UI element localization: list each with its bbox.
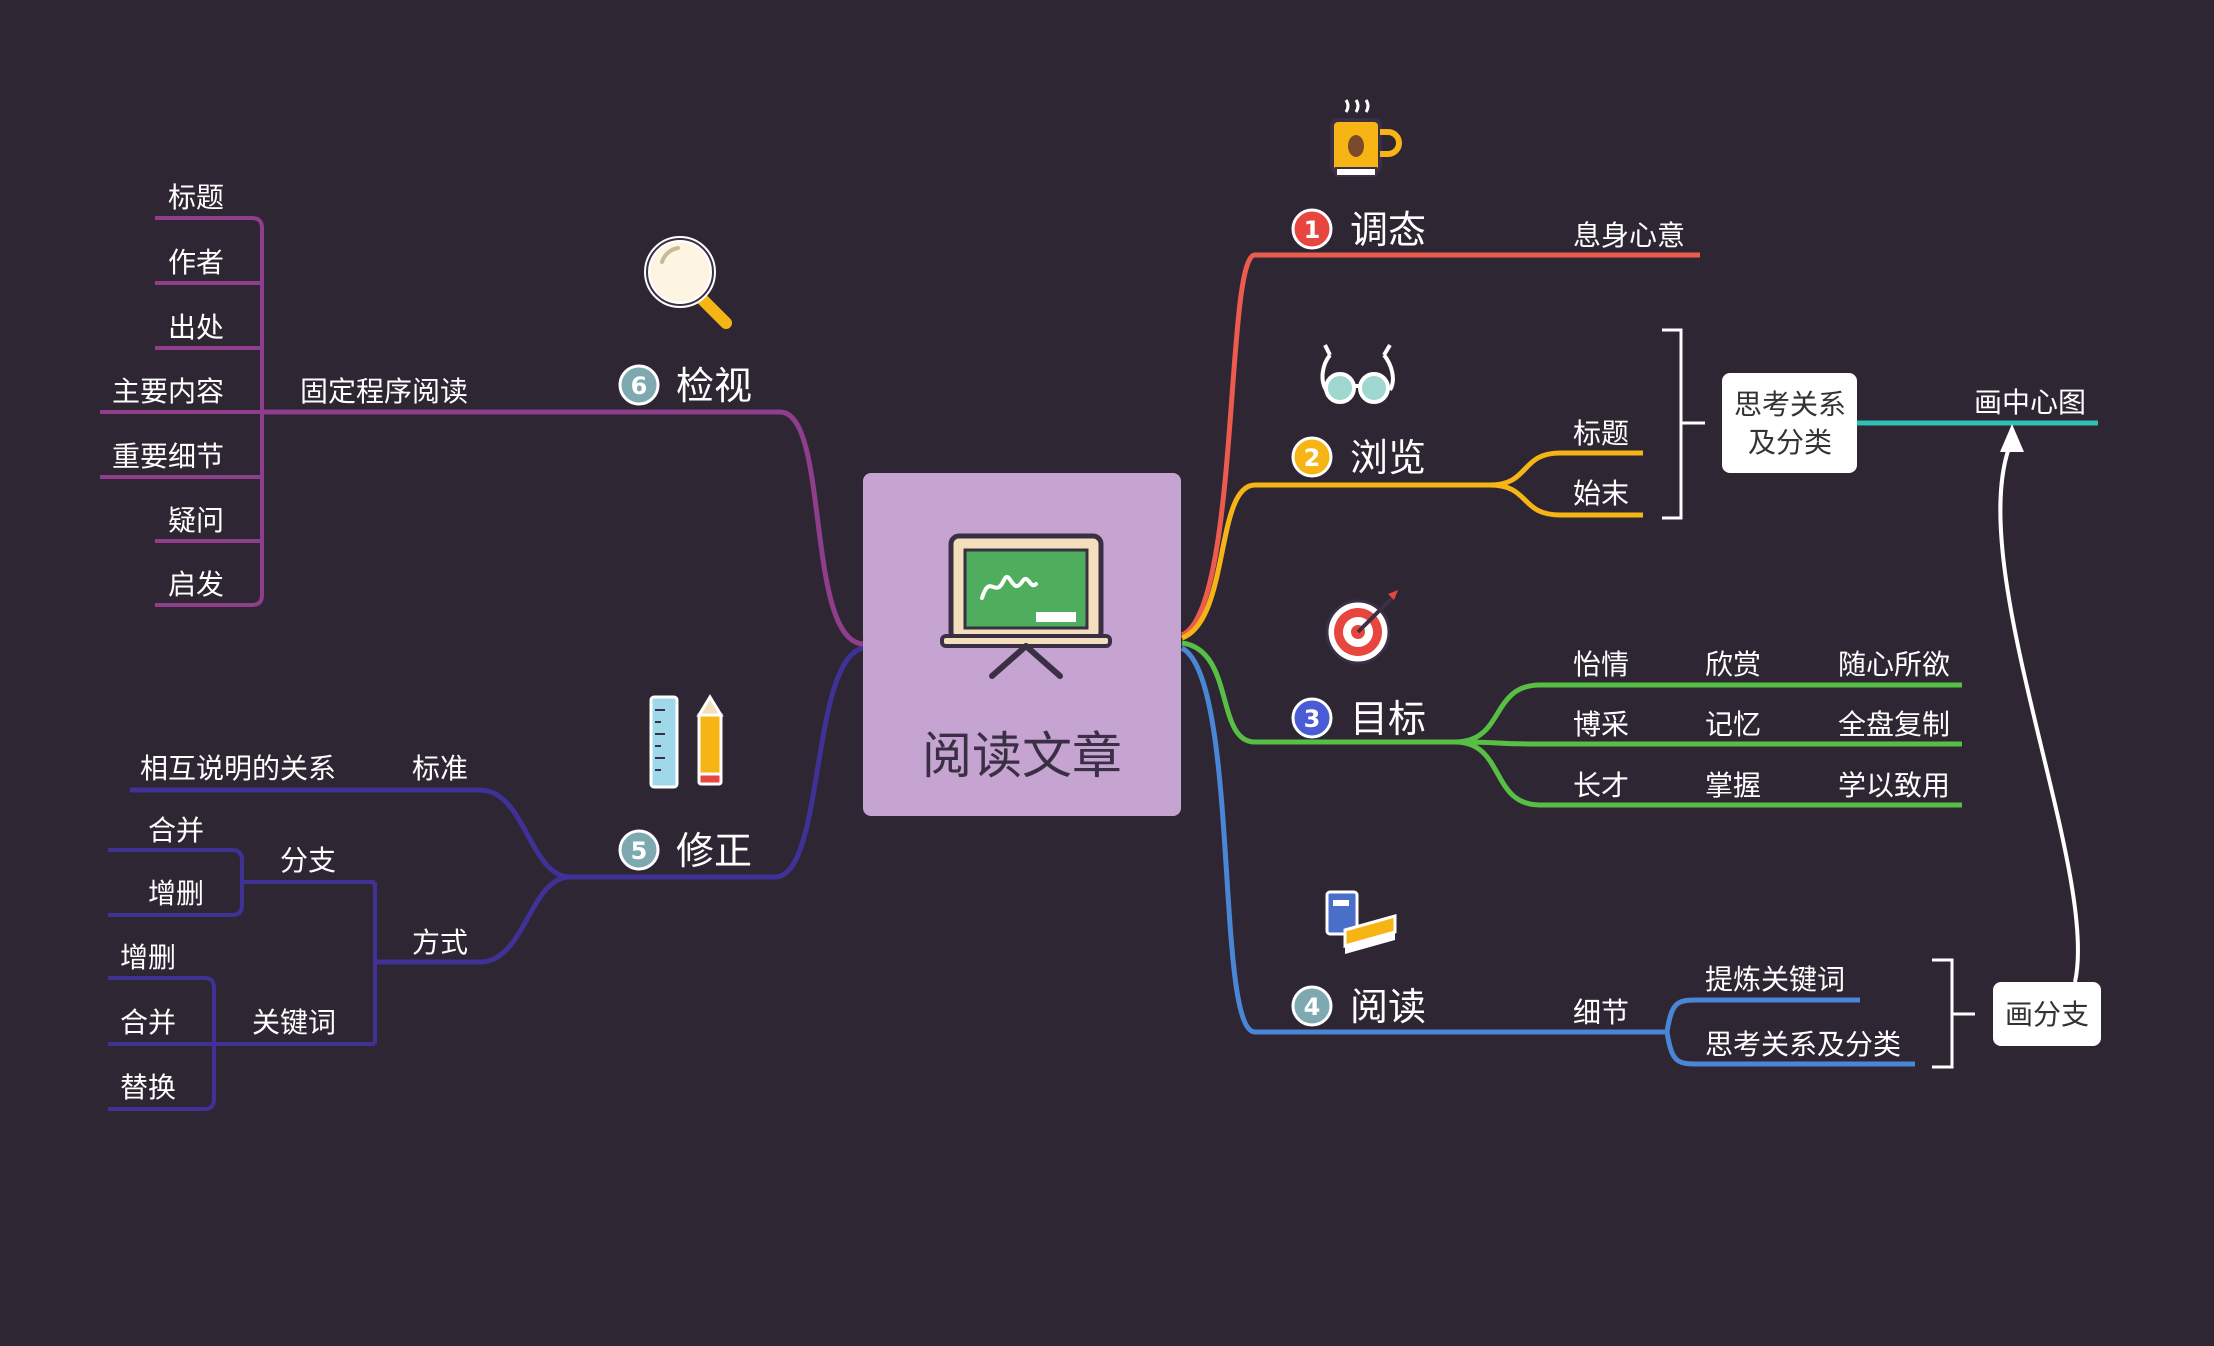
b4-bracket: [1932, 958, 1975, 1069]
b3-row1-col2[interactable]: 欣赏: [1705, 648, 1761, 681]
branch-4-summary-box[interactable]: [1993, 982, 2101, 1046]
branch-4-label[interactable]: 阅读: [1350, 985, 1426, 1029]
branch-3-connector: [1181, 640, 1455, 745]
branch-5-fenzhi-item-2[interactable]: 增删: [148, 877, 204, 910]
branch-6-badge: [618, 364, 660, 406]
branch-2-summary-line1: 思考关系: [1734, 388, 1846, 421]
branch-5-method-connector: [375, 874, 571, 965]
branch-5-label[interactable]: 修正: [676, 829, 752, 873]
branch-1-connector: [1180, 252, 1700, 638]
branch-1-number: 1: [1304, 216, 1321, 244]
branch-6-item-6[interactable]: 疑问: [168, 504, 224, 537]
branch-2-sub-connector: [1489, 450, 1643, 518]
branch-5-number: 5: [631, 837, 648, 865]
glasses-icon: [1320, 343, 1395, 404]
branch-4-connector: [1180, 645, 1667, 1035]
branch-2-label[interactable]: 浏览: [1350, 436, 1426, 480]
center-title: 阅读文章: [922, 727, 1122, 785]
branch-6-number: 6: [631, 372, 648, 400]
branch-6-item-4[interactable]: 主要内容: [112, 375, 224, 408]
branch-2-connector: [1180, 482, 1490, 641]
target-icon: [1325, 590, 1398, 665]
b3-row2-col1[interactable]: 博采: [1573, 708, 1629, 741]
arrow-head: [2000, 424, 2024, 452]
branch-2-summary-box[interactable]: [1722, 373, 1857, 473]
ruler-pencil-icon: [649, 694, 724, 789]
branch-1-label[interactable]: 调态: [1350, 208, 1426, 252]
books-icon: [1325, 890, 1397, 954]
branch-2-badge: [1291, 436, 1333, 478]
branch-5-connector: [570, 645, 864, 880]
branch-6-child[interactable]: 固定程序阅读: [300, 375, 468, 408]
b3-row3-col1[interactable]: 长才: [1573, 769, 1629, 802]
summary-arrow: [1998, 439, 2081, 983]
blackboard-icon: [940, 533, 1112, 679]
branch-5-fenzhi[interactable]: 分支: [280, 844, 336, 877]
branch-5-keyword[interactable]: 关键词: [252, 1006, 336, 1039]
branch-4-summary-text: 画分支: [2005, 998, 2089, 1031]
branch-2-target[interactable]: 画中心图: [1974, 386, 2086, 419]
branch-4-number: 4: [1304, 993, 1321, 1021]
branch-4-sub-connector: [1664, 997, 1915, 1067]
branch-3-sub-connector: [1454, 682, 1962, 808]
branch-4-grandchild-2[interactable]: 思考关系及分类: [1705, 1028, 1901, 1061]
branch-6-connector: [262, 409, 864, 647]
branch-5-standard-child[interactable]: 相互说明的关系: [140, 752, 336, 785]
branch-2-child-1[interactable]: 标题: [1573, 417, 1629, 450]
branch-5-method[interactable]: 方式: [412, 926, 468, 959]
branch-1-child[interactable]: 息身心意: [1573, 219, 1685, 252]
branch-6-item-7[interactable]: 启发: [168, 568, 224, 601]
branch-6-label[interactable]: 检视: [676, 364, 752, 408]
magnifier-icon: [644, 236, 732, 329]
branch-3-number: 3: [1304, 705, 1321, 733]
branch-4-badge: [1291, 985, 1333, 1027]
branch-2-child-2[interactable]: 始末: [1573, 477, 1629, 510]
branch-6-item-1[interactable]: 标题: [168, 181, 224, 214]
branch-5-fenzhi-item-1[interactable]: 合并: [148, 814, 204, 847]
b3-row3-col2[interactable]: 掌握: [1705, 769, 1761, 802]
branch-5-keyword-item-2[interactable]: 合并: [120, 1006, 176, 1039]
branch-5-badge: [618, 829, 660, 871]
b3-row2-col3[interactable]: 全盘复制: [1838, 708, 1950, 741]
branch-2-number: 2: [1304, 444, 1321, 472]
branch-3-badge: [1291, 697, 1333, 739]
branch-6-item-5[interactable]: 重要细节: [112, 440, 224, 473]
coffee-cup-icon: [1330, 99, 1402, 177]
branch-3-label[interactable]: 目标: [1350, 697, 1426, 741]
b3-row2-col2[interactable]: 记忆: [1705, 708, 1761, 741]
branch-5-keyword-item-1[interactable]: 增删: [120, 941, 176, 974]
branch-6-item-3[interactable]: 出处: [168, 311, 224, 344]
branch-6-bracket: [100, 216, 264, 607]
branch-4-child[interactable]: 细节: [1573, 996, 1629, 1029]
branch-5-keyword-item-3[interactable]: 替换: [120, 1071, 176, 1104]
branch-2-summary-line2: 及分类: [1748, 426, 1832, 459]
b3-row1-col1[interactable]: 怡情: [1573, 648, 1629, 681]
b3-row1-col3[interactable]: 随心所欲: [1838, 648, 1950, 681]
b3-row3-col3[interactable]: 学以致用: [1838, 769, 1950, 802]
b2-bracket: [1662, 328, 1705, 520]
branch-6-item-2[interactable]: 作者: [168, 246, 224, 279]
branch-5-standard[interactable]: 标准: [412, 752, 468, 785]
branch-5-keyword-bracket: [108, 976, 375, 1111]
branch-1-badge: [1291, 208, 1333, 250]
branch-5-standard-connector: [130, 787, 571, 880]
branch-4-grandchild-1[interactable]: 提炼关键词: [1705, 963, 1845, 996]
